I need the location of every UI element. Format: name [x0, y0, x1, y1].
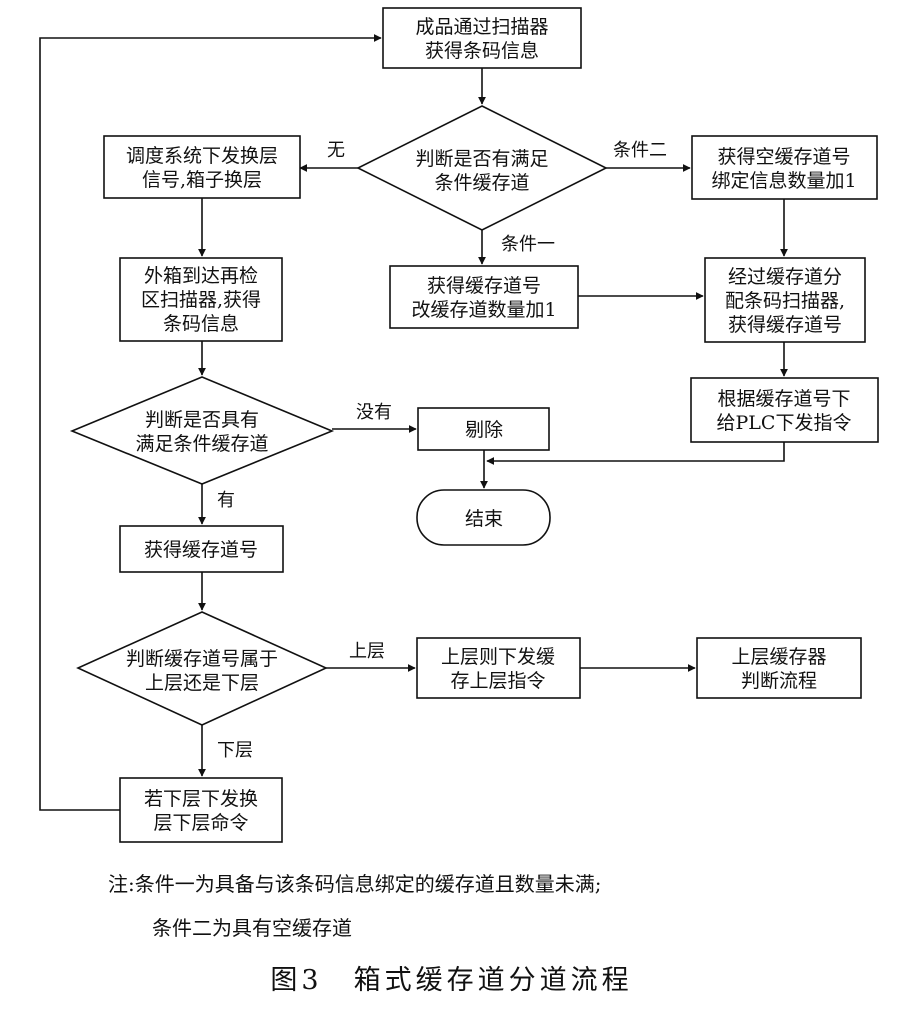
node-judge1: [356, 105, 608, 231]
outer-box-line-1: 外箱到达再检: [144, 265, 258, 287]
edge-label-not-have: 没有: [356, 402, 392, 423]
dispatch-line-1: 调度系统下发换层: [126, 145, 278, 167]
scan-line-2: 获得条码信息: [425, 40, 539, 62]
upper-cmd-line-1: 上层则下发缓: [441, 646, 555, 668]
assign-scan-line-1: 经过缓存道分: [728, 266, 842, 288]
note-line-2: 条件二为具有空缓存道: [152, 916, 352, 940]
edges: [39, 34, 788, 811]
edge-label-none: 无: [327, 140, 345, 161]
node-judge2-text: 判断是否具有满足条件缓存道: [135, 409, 268, 455]
node-upper-judge-text: 上层缓存器判断流程: [731, 646, 826, 692]
judge2-line-1: 判断是否具有: [145, 409, 259, 431]
nodes: 成品通过扫描器获得条码信息 判断是否有满足条件缓存道 调度系统下发换层信号,箱子…: [69, 7, 879, 843]
get-lane1-line-2: 改缓存道数量加1: [411, 299, 556, 321]
dispatch-line-2: 信号,箱子换层: [142, 169, 262, 191]
upper-judge-line-1: 上层缓存器: [731, 646, 826, 668]
node-end-text: 结束: [465, 508, 503, 530]
judge3-line-2: 上层还是下层: [145, 672, 259, 694]
assign-scan-line-3: 获得缓存道号: [728, 314, 842, 336]
judge2-line-2: 满足条件缓存道: [135, 433, 268, 455]
node-lower-cmd: [119, 777, 283, 843]
judge1-line-2: 条件缓存道: [434, 172, 529, 194]
node-plc: [690, 377, 879, 443]
plc-line-1: 根据缓存道号下: [717, 388, 850, 410]
node-get-lane1: [389, 265, 579, 329]
empty-lane-line-2: 绑定信息数量加1: [711, 170, 856, 192]
node-scan: [382, 7, 582, 69]
node-plc-text: 根据缓存道号下给PLC下发指令: [717, 388, 852, 434]
node-judge3-text: 判断缓存道号属于上层还是下层: [126, 648, 278, 694]
edge-plc-to-end: [486, 442, 785, 465]
edge-label-cond1: 条件一: [501, 234, 555, 255]
node-get-lane1-text: 获得缓存道号改缓存道数量加1: [411, 275, 556, 321]
edge-label-have: 有: [217, 490, 235, 511]
node-empty-lane-text: 获得空缓存道号绑定信息数量加1: [711, 146, 856, 192]
node-get-lane2: [119, 525, 284, 573]
judge1-line-1: 判断是否有满足: [415, 148, 548, 170]
node-assign-scan-text: 经过缓存道分配条码扫描器,获得缓存道号: [725, 266, 845, 336]
node-judge2: [69, 376, 335, 485]
get-lane2-line-1: 获得缓存道号: [144, 539, 258, 561]
node-lower-cmd-text: 若下层下发换层下层命令: [144, 788, 258, 834]
reject-line-1: 剔除: [465, 419, 503, 441]
outer-box-line-3: 条码信息: [163, 313, 239, 335]
upper-judge-line-2: 判断流程: [741, 670, 817, 692]
note-line-1: 注:条件一为具备与该条码信息绑定的缓存道且数量未满;: [108, 872, 602, 896]
node-reject-text: 剔除: [465, 419, 503, 441]
node-dispatch-text: 调度系统下发换层信号,箱子换层: [126, 145, 278, 191]
node-assign-scan: [704, 257, 866, 343]
node-dispatch: [103, 135, 301, 199]
judge3-line-1: 判断缓存道号属于: [126, 648, 278, 670]
node-upper-judge: [696, 637, 862, 699]
edge-lower-cmd-loop-to-scan: [39, 34, 382, 811]
end-line-1: 结束: [465, 508, 503, 530]
empty-lane-line-1: 获得空缓存道号: [717, 146, 850, 168]
node-get-lane2-text: 获得缓存道号: [144, 539, 258, 561]
edge-labels: 无 条件二 条件一 没有 有 上层 下层: [217, 140, 667, 761]
figure-caption: 图3 箱式缓存道分道流程: [270, 965, 633, 996]
lower-cmd-line-2: 层下层命令: [153, 812, 248, 834]
upper-cmd-line-2: 存上层指令: [450, 670, 545, 692]
edge-label-lower: 下层: [217, 740, 253, 761]
node-judge1-text: 判断是否有满足条件缓存道: [415, 148, 548, 194]
node-empty-lane: [691, 135, 878, 200]
edge-label-cond2: 条件二: [613, 140, 667, 161]
node-outer-box: [119, 257, 283, 342]
lower-cmd-line-1: 若下层下发换: [144, 788, 258, 810]
node-upper-cmd: [416, 637, 581, 699]
scan-line-1: 成品通过扫描器: [415, 16, 548, 38]
node-outer-box-text: 外箱到达再检区扫描器,获得条码信息: [141, 265, 261, 335]
node-scan-text: 成品通过扫描器获得条码信息: [415, 16, 548, 62]
node-upper-cmd-text: 上层则下发缓存上层指令: [441, 646, 555, 692]
get-lane1-line-1: 获得缓存道号: [427, 275, 541, 297]
node-end: [416, 489, 551, 546]
node-reject: [417, 407, 550, 451]
assign-scan-line-2: 配条码扫描器,: [725, 290, 845, 312]
outer-box-line-2: 区扫描器,获得: [141, 289, 261, 311]
edge-label-upper: 上层: [349, 641, 385, 662]
plc-line-2: 给PLC下发指令: [717, 412, 852, 434]
node-judge3: [76, 611, 328, 726]
